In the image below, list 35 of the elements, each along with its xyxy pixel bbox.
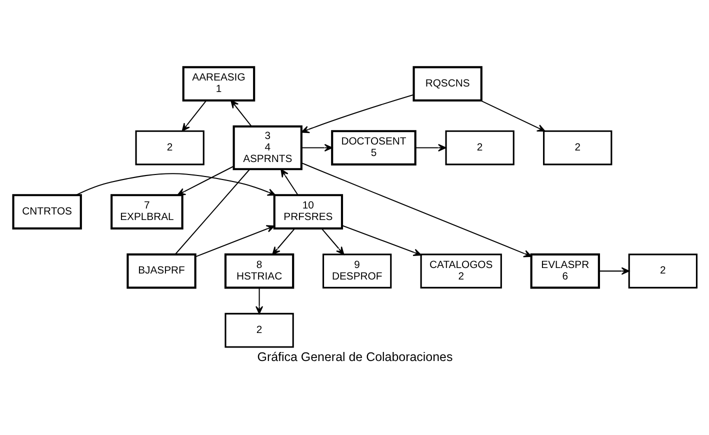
caption: Gráfica General de Colaboraciones bbox=[256, 350, 452, 364]
arrow bbox=[300, 162, 532, 257]
arrow bbox=[181, 100, 206, 131]
arrow bbox=[280, 168, 298, 195]
arrow bbox=[598, 266, 630, 274]
node-box: 2 bbox=[134, 130, 204, 165]
node-box: RQSCNS bbox=[412, 66, 482, 101]
arrow bbox=[75, 172, 276, 196]
node-box: DOCTOSENT 5 bbox=[330, 130, 416, 165]
node-box: 7 EXPLBRAL bbox=[110, 194, 183, 229]
arrow bbox=[480, 100, 545, 132]
node-box: 8 HSTRIAC bbox=[224, 252, 294, 288]
arrow bbox=[300, 94, 414, 133]
node-box: CNTRTOS bbox=[12, 194, 82, 229]
node-box: 9 DESPROF bbox=[322, 253, 392, 288]
node-box: BJASPRF bbox=[126, 252, 196, 288]
node-box: 2 bbox=[444, 130, 514, 165]
arrow bbox=[255, 287, 263, 314]
node-box: 2 bbox=[542, 130, 612, 165]
arrow bbox=[301, 143, 332, 152]
arrow bbox=[272, 228, 295, 254]
arrow bbox=[230, 99, 252, 126]
arrow bbox=[194, 224, 274, 257]
node-box: CATALOGOS 2 bbox=[420, 253, 502, 288]
arrow bbox=[176, 165, 234, 195]
arrow bbox=[415, 143, 446, 152]
node-box: EVLASPR 6 bbox=[530, 252, 600, 288]
node-box: 3 4 ASPRNTS bbox=[232, 124, 302, 170]
node-box: 10 PRFSRES bbox=[272, 194, 343, 229]
arrow bbox=[320, 228, 344, 254]
node-box: 2 bbox=[224, 312, 294, 348]
node-box: 2 bbox=[628, 253, 697, 288]
arrow bbox=[341, 224, 422, 256]
connector bbox=[174, 168, 250, 254]
node-box: AAREASIG 1 bbox=[182, 66, 255, 101]
